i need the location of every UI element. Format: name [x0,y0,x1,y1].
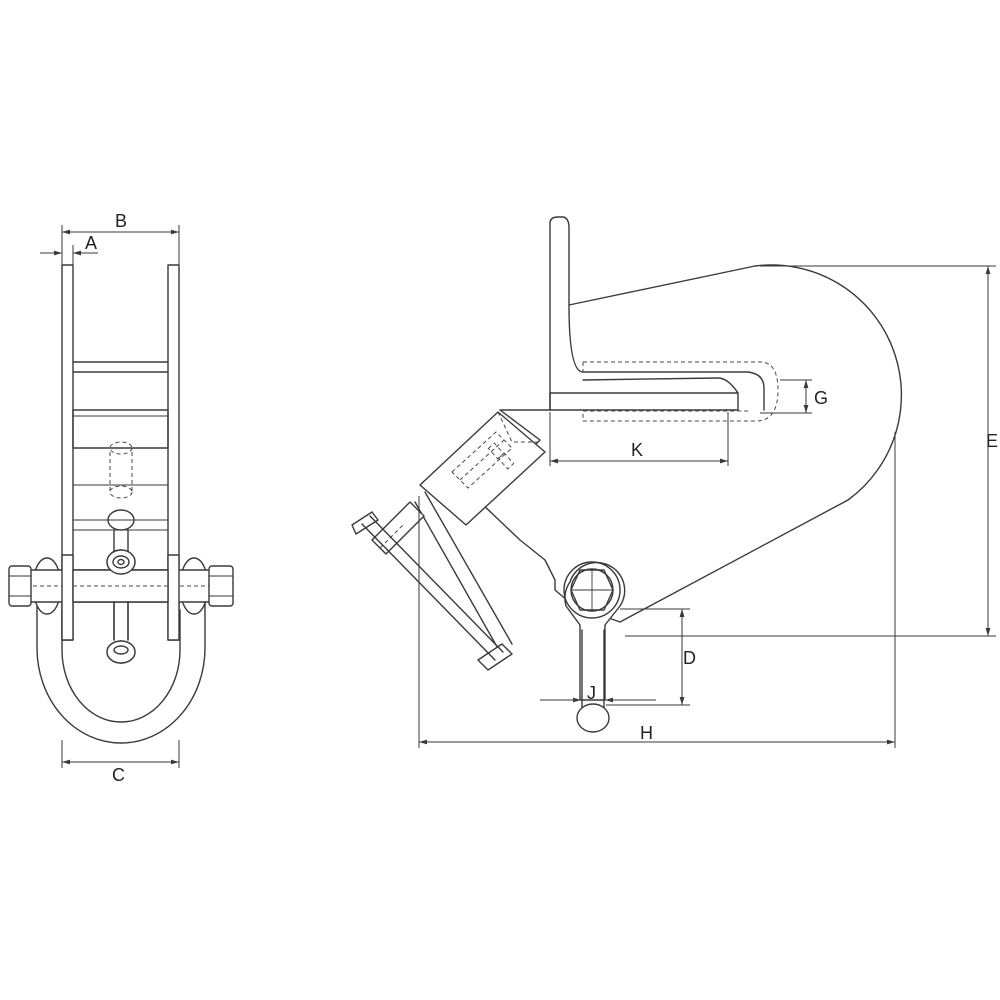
front-view [8,264,234,744]
label-k: K [631,440,643,460]
shackle-body [36,571,206,744]
clamp-body [479,216,903,623]
label-g: G [814,388,828,408]
label-a: A [85,233,97,253]
pin-nut-right-icon [208,565,234,607]
label-h: H [640,723,653,743]
label-d: D [683,648,696,668]
label-e: E [986,431,998,451]
dimensions-front [40,225,180,768]
label-b: B [115,211,127,231]
dimensions-side [418,265,996,748]
side-view [351,216,903,733]
label-j: J [587,683,596,703]
pin-nut-left-icon [8,565,32,607]
label-c: C [112,765,125,785]
